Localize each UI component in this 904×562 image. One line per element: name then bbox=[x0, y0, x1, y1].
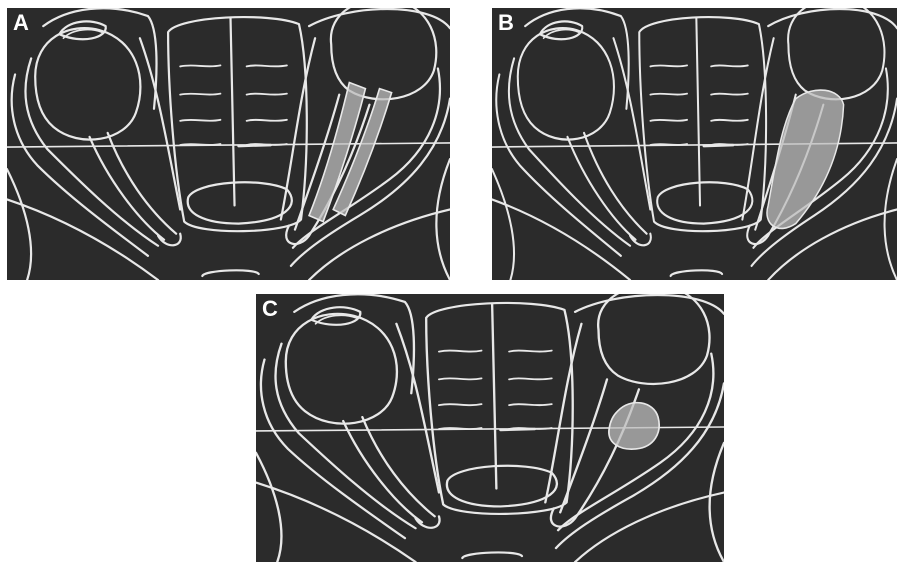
turbinate-line-left-1 bbox=[439, 378, 482, 379]
scaled-drawing bbox=[7, 8, 450, 280]
left-optic-nerve bbox=[343, 417, 434, 522]
left-orbit-inner bbox=[25, 58, 158, 245]
turbinate-line-right-0 bbox=[711, 65, 748, 66]
turbinate-line-left-2 bbox=[439, 404, 482, 405]
left-nerve-tip bbox=[630, 234, 651, 246]
panel-c: C bbox=[256, 294, 724, 562]
sphenoid-sinus bbox=[657, 182, 752, 223]
turbinate-line-left-0 bbox=[180, 65, 220, 66]
left-nerve-tip bbox=[416, 516, 440, 527]
panel-label-c: C bbox=[262, 298, 278, 320]
nasal-septum bbox=[696, 18, 700, 205]
focal-blob-region bbox=[609, 403, 659, 450]
turbinate-line-left-0 bbox=[439, 351, 482, 352]
panel-label-a: A bbox=[13, 12, 29, 34]
left-orbit-outer bbox=[496, 74, 621, 255]
left-orbit-outer bbox=[12, 74, 148, 255]
turbinate-line-left-2 bbox=[650, 120, 687, 121]
turbinate-line-left-1 bbox=[650, 94, 687, 95]
left-lateral-bone bbox=[492, 169, 514, 280]
left-orbit-inner bbox=[509, 58, 630, 245]
horizontal-reference-line bbox=[7, 143, 450, 147]
diffuse-spread-region bbox=[767, 90, 844, 228]
left-lateral-bone bbox=[7, 169, 31, 280]
turbinate-line-left-1 bbox=[180, 94, 220, 95]
left-optic-nerve bbox=[567, 133, 646, 240]
turbinate-line-left-2 bbox=[180, 120, 220, 121]
left-eyeball bbox=[286, 314, 397, 424]
left-optic-nerve bbox=[90, 133, 177, 240]
reference-line-dash bbox=[704, 145, 733, 146]
turbinate-line-right-2 bbox=[509, 404, 552, 405]
turbinate-line-right-2 bbox=[247, 120, 287, 121]
right-eyeball bbox=[788, 8, 884, 99]
turbinate-line-right-0 bbox=[247, 65, 287, 66]
outline-group bbox=[492, 8, 897, 280]
left-nerve-tip bbox=[158, 234, 181, 246]
panel-label-b: B bbox=[498, 12, 514, 34]
nasal-septum bbox=[231, 18, 235, 205]
sphenoid-sinus bbox=[188, 182, 292, 223]
left-orbit-outer bbox=[261, 360, 405, 539]
scaled-drawing bbox=[256, 294, 724, 562]
left-medial-wall bbox=[614, 38, 651, 209]
turbinate-line-right-0 bbox=[509, 351, 552, 352]
right-lateral-bone bbox=[710, 443, 724, 562]
right-lateral-bone bbox=[436, 159, 450, 280]
left-medial-wall bbox=[140, 38, 180, 209]
nasal-septum bbox=[492, 304, 496, 489]
turbinate-line-right-1 bbox=[247, 94, 287, 95]
right-nerve-tip bbox=[747, 226, 768, 244]
anatomy-drawing-a bbox=[7, 8, 450, 280]
bottom-structure bbox=[202, 270, 258, 276]
anatomy-drawing-b bbox=[492, 8, 897, 280]
left-eyeball bbox=[35, 28, 140, 139]
panel-b: B bbox=[492, 8, 897, 280]
reference-line-dash bbox=[501, 429, 535, 430]
panel-a: A bbox=[7, 8, 450, 280]
anatomy-drawing-c bbox=[256, 294, 724, 562]
outline-group bbox=[256, 294, 724, 562]
right-nerve-tip bbox=[551, 508, 575, 526]
right-nerve-tip bbox=[286, 226, 309, 244]
outline-group bbox=[7, 8, 450, 280]
left-eyeball bbox=[518, 28, 614, 139]
scaled-drawing bbox=[492, 8, 897, 280]
left-orbit-inner bbox=[275, 344, 415, 529]
turbinate-line-right-1 bbox=[509, 378, 552, 379]
turbinate-line-right-1 bbox=[711, 94, 748, 95]
left-medial-wall bbox=[396, 324, 439, 493]
reference-line-dash bbox=[239, 145, 271, 146]
right-eyeball bbox=[331, 8, 436, 99]
turbinate-line-right-2 bbox=[711, 120, 748, 121]
sphenoid-sinus bbox=[447, 466, 557, 507]
bottom-structure bbox=[671, 270, 723, 276]
right-lateral-bone bbox=[885, 159, 897, 280]
right-eyeball bbox=[598, 294, 709, 384]
bottom-structure bbox=[462, 552, 522, 558]
left-lateral-bone bbox=[256, 453, 281, 562]
turbinate-line-left-0 bbox=[650, 65, 687, 66]
